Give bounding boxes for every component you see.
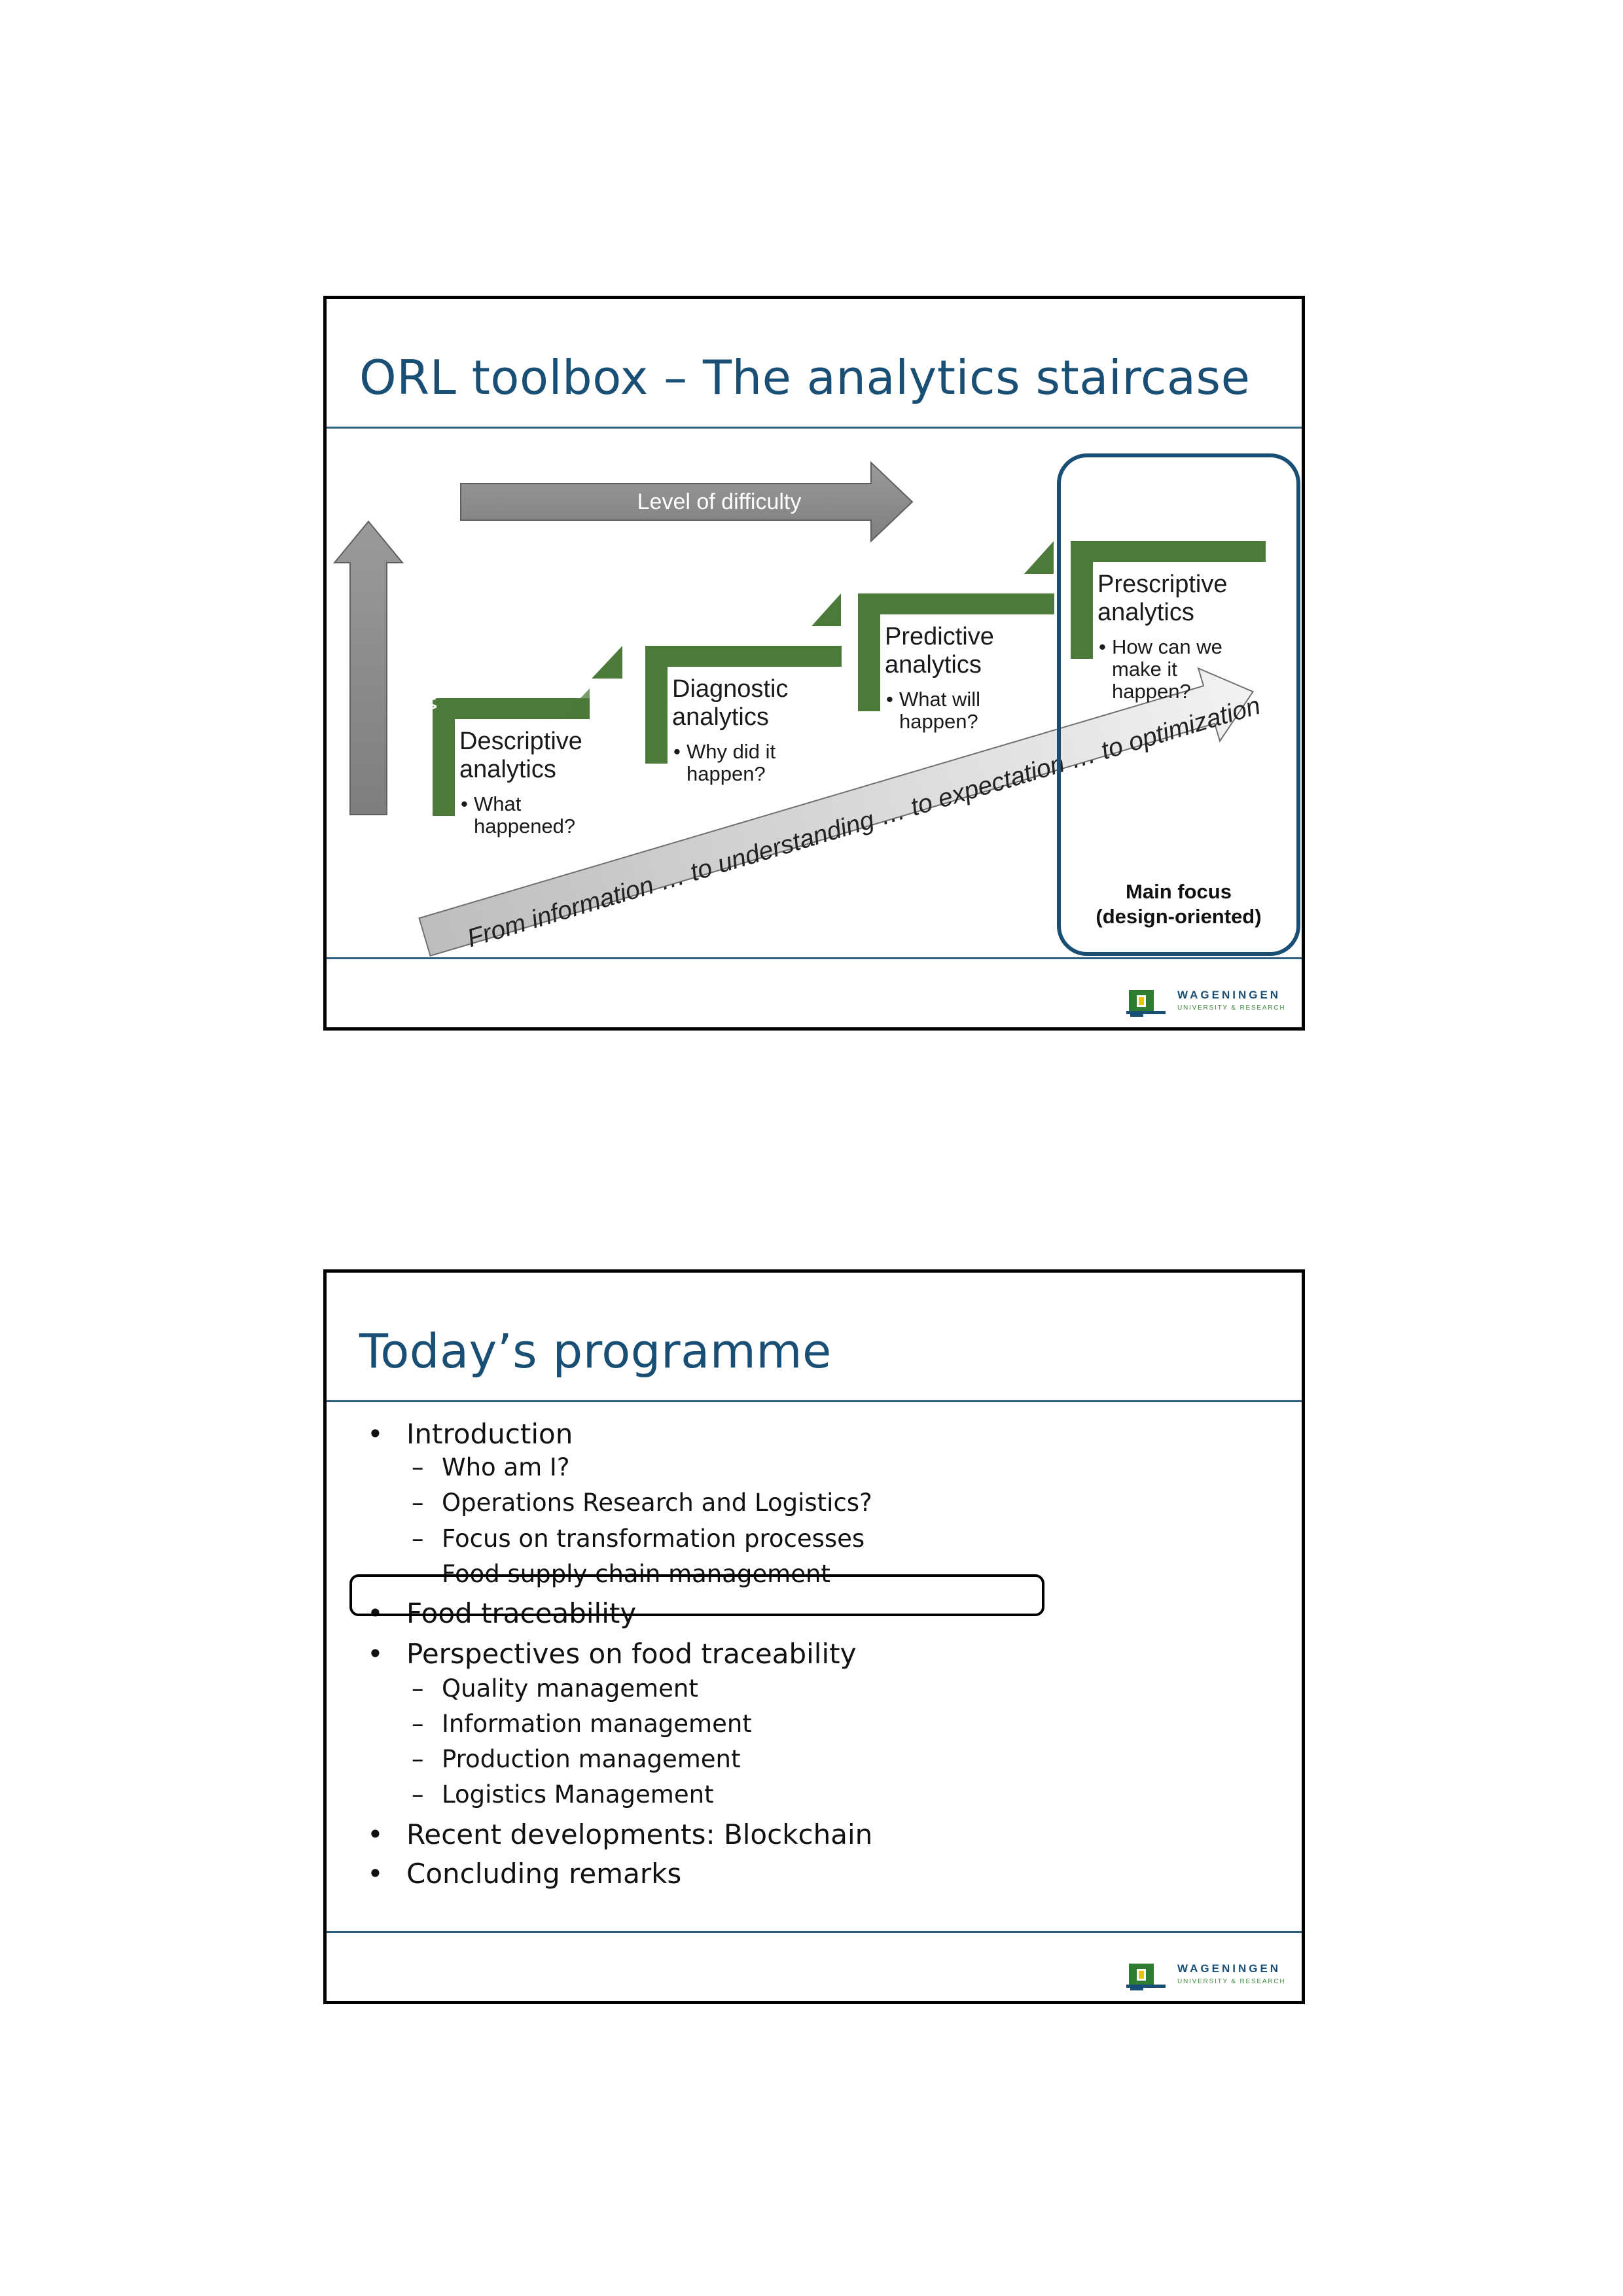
value-label: Value: [417, 658, 442, 715]
journey-arrow: [418, 667, 1255, 957]
value-arrow: [332, 520, 404, 815]
programme-item-label: Recent developments: Blockchain: [406, 1818, 873, 1850]
wur-logo: WAGENINGEN UNIVERSITY & RESEARCH: [1126, 986, 1290, 1019]
programme-item-label: Who am I?: [442, 1453, 570, 1481]
programme-item: • Food traceability: [367, 1597, 636, 1629]
bullet-icon: •: [367, 1858, 383, 1890]
programme-item-label: Focus on transformation processes: [442, 1525, 865, 1553]
footer-divider: [327, 957, 1302, 959]
step-predictive-shape: [858, 593, 1054, 711]
bullet-icon: •: [367, 1638, 383, 1670]
step-predictive-tip: [812, 593, 841, 626]
programme-subitem: –Operations Research and Logistics?: [412, 1489, 872, 1517]
step-descriptive-bullet: •What happened?: [461, 792, 576, 838]
step-diagnostic-bullet: •Why did it happen?: [673, 740, 776, 785]
step-diagnostic-tip: [592, 646, 622, 679]
logo-name: WAGENINGEN: [1177, 1962, 1281, 1975]
dash-icon: –: [412, 1745, 424, 1773]
step-diagnostic-shape: [645, 646, 842, 764]
dash-icon: –: [412, 1525, 424, 1553]
highlight-box: [349, 1574, 1044, 1616]
programme-subitem: –Who am I?: [412, 1453, 569, 1481]
slide-title: Today’s programme: [359, 1324, 832, 1379]
analytics-staircase-diagram: [332, 461, 1266, 957]
bullet-icon: •: [367, 1597, 383, 1629]
step-descriptive-tip: [561, 688, 590, 719]
slide-todays-programme: Today’s programme •Introduction–Who am I…: [323, 1269, 1305, 2004]
programme-item-label: Food traceability: [406, 1597, 637, 1629]
logo-name: WAGENINGEN: [1177, 989, 1281, 1001]
programme-item-label: Concluding remarks: [406, 1858, 682, 1890]
wur-logo-icon: [1126, 1964, 1166, 1990]
bullet-icon: •: [367, 1818, 383, 1850]
programme-item-label: Logistics Management: [442, 1780, 714, 1809]
step-prescriptive-bullet: •How can we make it happen?: [1099, 635, 1222, 703]
slide-title: ORL toolbox – The analytics staircase: [359, 350, 1251, 405]
programme-item: • Perspectives on food traceability: [367, 1638, 856, 1670]
programme-item: • Recent developments: Blockchain: [367, 1818, 872, 1850]
dash-icon: –: [412, 1674, 424, 1703]
slide-analytics-staircase: ORL toolbox – The analytics staircase: [323, 296, 1305, 1031]
programme-item-label: Quality management: [442, 1674, 698, 1703]
title-divider: [327, 1400, 1302, 1402]
programme-item: • Concluding remarks: [367, 1858, 681, 1890]
dash-icon: –: [412, 1560, 424, 1588]
staircase-steps: [433, 541, 1266, 816]
bullet-icon: •: [367, 1418, 383, 1450]
wur-logo: WAGENINGEN UNIVERSITY & RESEARCH: [1126, 1960, 1290, 1992]
logo-sub: UNIVERSITY & RESEARCH: [1177, 1004, 1286, 1012]
step-prescriptive-tip: [1024, 541, 1054, 574]
programme-item-label: Perspectives on food traceability: [406, 1638, 857, 1670]
main-focus-label: Main focus (design-oriented): [1096, 880, 1262, 928]
programme-subitem: –Logistics Management: [412, 1780, 714, 1809]
programme-subitem: –Focus on transformation processes: [412, 1525, 865, 1553]
step-predictive-bullet: •What will happen?: [886, 688, 981, 733]
programme-subitem: –Information management: [412, 1710, 752, 1738]
difficulty-label: Level of difficulty: [637, 489, 802, 514]
dash-icon: –: [412, 1780, 424, 1809]
programme-subitem: –Production management: [412, 1745, 740, 1773]
programme-item-label: Introduction: [406, 1418, 573, 1450]
title-divider: [327, 427, 1302, 429]
logo-sub: UNIVERSITY & RESEARCH: [1177, 1978, 1286, 1985]
main-focus-box: [1057, 453, 1300, 956]
dash-icon: –: [412, 1489, 424, 1517]
programme-item-label: Production management: [442, 1745, 741, 1773]
programme-item-label: Operations Research and Logistics?: [442, 1489, 872, 1517]
dash-icon: –: [412, 1453, 424, 1481]
dash-icon: –: [412, 1710, 424, 1738]
footer-divider: [327, 1931, 1302, 1933]
programme-item-label: Food supply chain management: [442, 1560, 830, 1588]
programme-item: • Introduction: [367, 1418, 573, 1450]
programme-subitem: –Food supply chain management: [412, 1560, 830, 1588]
programme-subitem: –Quality management: [412, 1674, 698, 1703]
difficulty-arrow: [460, 461, 914, 543]
wur-logo-icon: [1126, 990, 1166, 1017]
programme-item-label: Information management: [442, 1710, 752, 1738]
step-prescriptive-shape: [1071, 541, 1266, 659]
